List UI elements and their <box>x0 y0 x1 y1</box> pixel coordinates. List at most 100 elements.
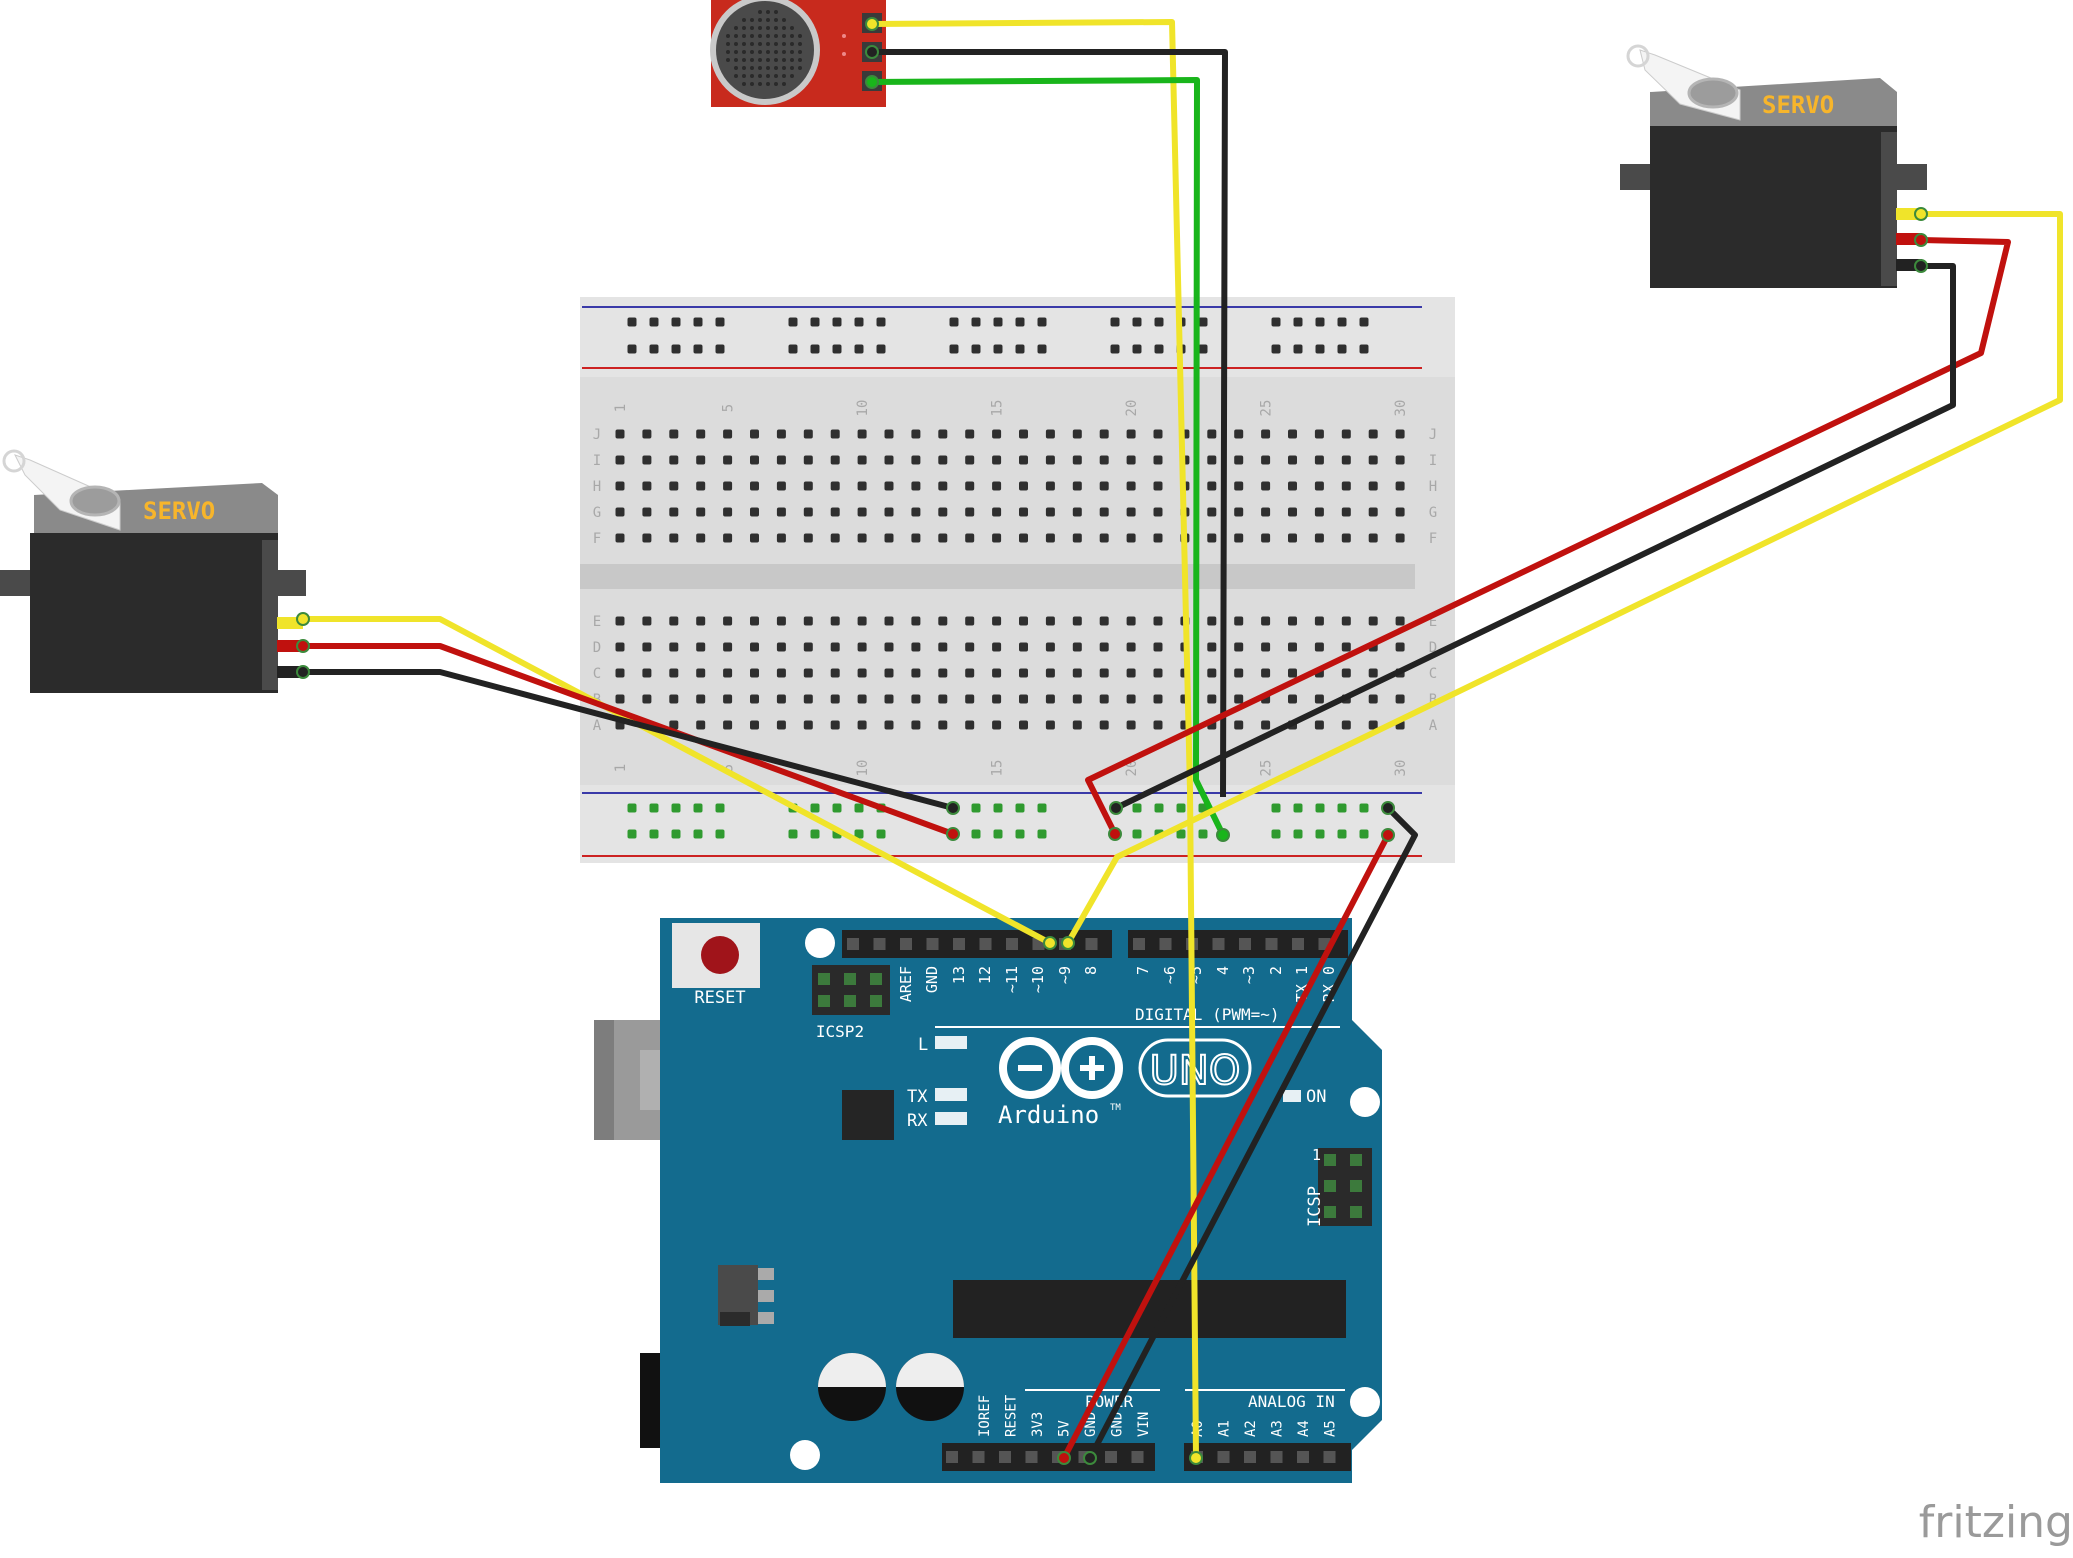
power-rail-hole <box>1176 829 1186 839</box>
reset-button-cap[interactable] <box>701 936 739 974</box>
grille-dot <box>766 42 770 46</box>
wire-right-servo-power-red[interactable] <box>1085 237 2011 836</box>
header-pin[interactable] <box>1323 1451 1336 1463</box>
breadboard-hole <box>1099 455 1109 465</box>
header-pin[interactable] <box>1239 938 1251 950</box>
grille-dot <box>782 18 786 22</box>
breadboard-hole <box>830 642 840 652</box>
wire-endpoint[interactable] <box>1914 259 1928 273</box>
icsp-pin <box>1324 1206 1336 1218</box>
wire-endpoint[interactable] <box>946 827 960 841</box>
header-pin[interactable] <box>1270 1451 1283 1463</box>
wire-endpoint[interactable] <box>1381 828 1395 842</box>
header-pin[interactable] <box>979 938 992 950</box>
breadboard-hole <box>803 533 813 543</box>
wire-right-servo-signal-yellow[interactable] <box>1065 211 2063 945</box>
wire-endpoint[interactable] <box>865 45 879 59</box>
wire-left-servo-power-red[interactable] <box>303 643 955 837</box>
header-pin[interactable] <box>1025 1451 1038 1463</box>
header-pin[interactable] <box>926 938 939 950</box>
reset-button[interactable] <box>672 923 760 988</box>
header-pin[interactable] <box>1131 1451 1144 1463</box>
wire-endpoint[interactable] <box>1381 801 1395 815</box>
grille-dot <box>750 82 754 86</box>
header-pin[interactable] <box>900 938 912 950</box>
analog-pin-label: A3 <box>1270 1420 1286 1437</box>
power-rail-hole <box>1337 344 1347 354</box>
servo-right-body <box>1650 126 1897 288</box>
grille-dot <box>774 50 778 54</box>
header-pin[interactable] <box>953 938 965 950</box>
wire-endpoint[interactable] <box>296 665 310 679</box>
wire-endpoint[interactable] <box>296 612 310 626</box>
header-pin[interactable] <box>847 938 859 950</box>
breadboard-hole <box>857 429 867 439</box>
header-pin[interactable] <box>972 1451 985 1463</box>
wire-left-servo-signal-yellow[interactable] <box>303 616 1052 946</box>
breadboard-hole <box>857 507 867 517</box>
breadboard-hole <box>1234 481 1244 491</box>
breadboard-hole <box>615 429 625 439</box>
breadboard-hole <box>696 533 706 543</box>
wire-endpoint[interactable] <box>1914 207 1928 221</box>
header-pin[interactable] <box>1292 938 1304 950</box>
wire-endpoint[interactable] <box>865 17 879 31</box>
wire-endpoint[interactable] <box>946 801 960 815</box>
breadboard-hole <box>642 668 652 678</box>
header-pin[interactable] <box>1006 938 1018 950</box>
wire-endpoint[interactable] <box>296 639 310 653</box>
breadboard-hole <box>938 668 948 678</box>
grille-dot <box>734 26 738 30</box>
power-rail-hole <box>810 344 820 354</box>
wire-endpoint[interactable] <box>1109 801 1123 815</box>
wire-mic-signal-yellow[interactable] <box>871 19 1199 1459</box>
power-rail-hole <box>788 344 798 354</box>
wire-endpoint[interactable] <box>1043 936 1057 950</box>
wire-mic-vcc-green[interactable] <box>871 77 1226 837</box>
wire-endpoint[interactable] <box>1083 1451 1097 1465</box>
column-number: 20 <box>1124 400 1140 417</box>
header-pin[interactable] <box>1297 1451 1309 1463</box>
grille-dot <box>766 18 770 22</box>
wire-endpoint[interactable] <box>1189 1451 1203 1465</box>
header-pin[interactable] <box>1085 938 1098 950</box>
breadboard-hole <box>1072 668 1082 678</box>
header-pin[interactable] <box>1133 938 1145 950</box>
header-pin[interactable] <box>999 1451 1011 1463</box>
breadboard-hole <box>723 668 733 678</box>
power-rail-hole <box>1037 829 1047 839</box>
breadboard-hole <box>750 694 759 704</box>
wire-left-servo-gnd-black[interactable] <box>303 669 954 811</box>
wire-endpoint[interactable] <box>1216 828 1230 842</box>
wire-right-servo-gnd-black[interactable] <box>1114 263 1956 811</box>
header-pin[interactable] <box>1105 1451 1117 1463</box>
header-pin[interactable] <box>873 938 886 950</box>
breadboard-hole <box>965 720 975 730</box>
header-pin[interactable] <box>1244 1451 1256 1463</box>
header-pin[interactable] <box>1212 938 1225 950</box>
breadboard-hole <box>857 668 867 678</box>
wire-endpoint[interactable] <box>1061 936 1075 950</box>
row-label: G <box>593 505 601 521</box>
wire-endpoint[interactable] <box>1108 827 1122 841</box>
icsp-pin <box>1350 1206 1362 1218</box>
breadboard-hole <box>803 429 813 439</box>
power-rail-hole <box>971 344 981 354</box>
led-on-label: ON <box>1306 1087 1326 1107</box>
wire-mic-gnd-black[interactable] <box>872 49 1228 798</box>
header-pin[interactable] <box>1265 938 1278 950</box>
wire-endpoint[interactable] <box>1057 1451 1071 1465</box>
wire-endpoint[interactable] <box>1914 233 1928 247</box>
breadboard-hole <box>1126 616 1136 626</box>
header-pin[interactable] <box>946 1451 958 1463</box>
power-rail-hole <box>693 803 703 813</box>
wire-gnd-black[interactable] <box>1087 805 1418 1460</box>
wire-endpoint[interactable] <box>865 75 879 89</box>
header-pin[interactable] <box>1217 1451 1230 1463</box>
breadboard-hole <box>1261 533 1271 543</box>
power-rail-hole <box>993 317 1003 327</box>
wire-5v-red[interactable] <box>1061 833 1391 1460</box>
breadboard-hole <box>1153 455 1163 465</box>
header-pin[interactable] <box>1159 938 1172 950</box>
power-rail-hole <box>854 829 864 839</box>
